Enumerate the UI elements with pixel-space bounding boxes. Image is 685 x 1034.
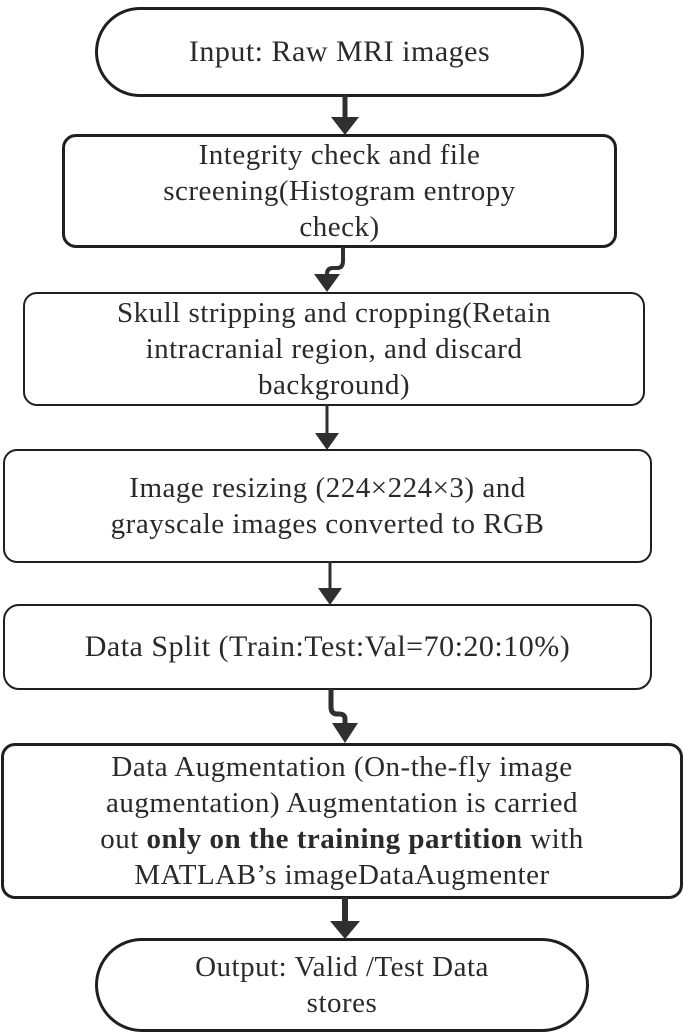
flow-node-output: Output: Valid /Test Data stores xyxy=(95,938,589,1032)
down-arrow-icon xyxy=(318,561,342,605)
node-line: Output: Valid /Test Data xyxy=(195,951,489,983)
down-arrow-icon xyxy=(314,247,345,292)
down-arrow-icon xyxy=(330,897,360,939)
node-line: stores xyxy=(306,987,378,1019)
down-arrow-icon xyxy=(328,689,358,743)
node-text-bold: only on the training partition xyxy=(146,823,523,855)
node-line: screening(Histogram entropy xyxy=(163,175,516,207)
flow-node-skull-stripping: Skull stripping and cropping(Retain intr… xyxy=(23,292,645,406)
node-line: background) xyxy=(257,369,411,401)
flow-node-integrity-check: Integrity check and file screening(Histo… xyxy=(62,134,617,248)
node-line: Data Split (Train:Test:Val=70:20:10%) xyxy=(84,630,571,663)
node-line: grayscale images converted to RGB xyxy=(110,508,545,540)
node-line: check) xyxy=(299,211,380,243)
flow-node-data-augmentation: Data Augmentation (On-the-fly image augm… xyxy=(1,743,683,899)
node-line: Data Augmentation (On-the-fly image xyxy=(111,751,573,783)
node-line: Input: Raw MRI images xyxy=(188,35,491,68)
down-arrow-icon xyxy=(315,404,339,450)
node-line: intracranial region, and discard xyxy=(145,333,523,365)
node-text-after: with xyxy=(522,823,584,855)
flow-node-image-resizing: Image resizing (224×224×3) and grayscale… xyxy=(3,449,652,563)
node-text-before: out xyxy=(100,823,147,855)
node-line-emphasis: out only on the training partition with xyxy=(100,821,584,857)
node-line: Image resizing (224×224×3) and xyxy=(129,472,526,504)
node-line: Integrity check and file xyxy=(198,139,481,171)
node-line: MATLAB’s imageDataAugmenter xyxy=(134,859,550,891)
node-line: augmentation) Augmentation is carried xyxy=(106,787,578,819)
node-line: Skull stripping and cropping(Retain xyxy=(117,297,551,329)
down-arrow-icon xyxy=(331,95,359,135)
flow-node-input: Input: Raw MRI images xyxy=(95,7,584,97)
flow-node-data-split: Data Split (Train:Test:Val=70:20:10%) xyxy=(3,604,652,690)
